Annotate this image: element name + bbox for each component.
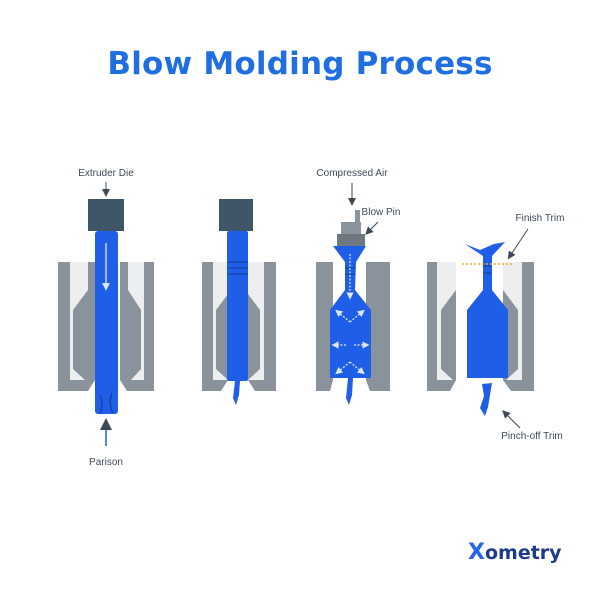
label-compressed-air: Compressed Air bbox=[316, 168, 388, 179]
stage-4-ejection: Finish Trim Pinch-off Trim bbox=[427, 213, 564, 442]
label-pinch-off-trim: Pinch-off Trim bbox=[501, 431, 563, 442]
mold-left-cavity bbox=[213, 262, 228, 380]
arrow-icon bbox=[502, 410, 521, 429]
pinch-off-tail bbox=[346, 378, 353, 405]
parison-tube bbox=[95, 231, 118, 414]
mold-right-half bbox=[366, 262, 390, 391]
mold-right-cavity bbox=[503, 262, 522, 380]
mold-left-cavity bbox=[70, 262, 88, 380]
stage-3-blowing: Compressed Air Blow Pin bbox=[316, 168, 400, 405]
mold-right-half bbox=[120, 262, 154, 391]
air-flow-arrows bbox=[331, 254, 370, 375]
pinch-off-piece bbox=[480, 383, 492, 416]
extruder-die bbox=[88, 199, 124, 231]
extruder-die bbox=[219, 199, 253, 231]
arrow-icon bbox=[365, 221, 379, 235]
stage-1-extrusion: Extruder Die Parison bbox=[58, 168, 154, 468]
label-parison: Parison bbox=[89, 457, 123, 468]
mold-right-cavity bbox=[248, 262, 264, 380]
blown-bottle bbox=[330, 246, 371, 378]
diagram-title: Blow Molding Process bbox=[107, 46, 493, 82]
blow-pin bbox=[355, 210, 360, 222]
label-extruder-die: Extruder Die bbox=[78, 168, 134, 179]
label-finish-trim: Finish Trim bbox=[516, 213, 565, 224]
label-blow-pin: Blow Pin bbox=[362, 207, 401, 218]
arrow-icon bbox=[507, 228, 529, 260]
parison-tube bbox=[227, 231, 248, 381]
xometry-logo: Xometry bbox=[468, 540, 568, 566]
stage-2-mold-closed bbox=[202, 199, 276, 405]
mold-left-half bbox=[58, 262, 95, 391]
pinch-off-tail bbox=[233, 381, 240, 405]
mold-left-cavity bbox=[437, 262, 456, 380]
finished-bottle bbox=[465, 242, 508, 378]
mold-left-half bbox=[316, 262, 333, 391]
logo-wordmark: ometry bbox=[484, 542, 562, 564]
logo-mark: X bbox=[468, 540, 485, 565]
mold-right-cavity bbox=[128, 262, 144, 380]
